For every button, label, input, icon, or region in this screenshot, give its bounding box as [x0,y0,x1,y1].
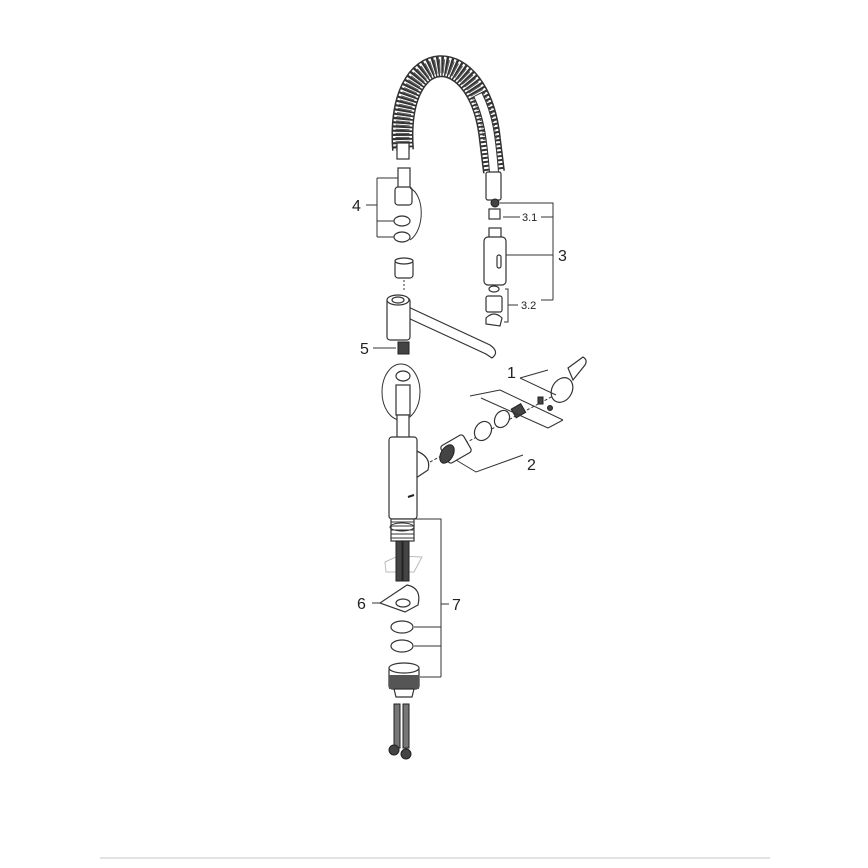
faucet-body [381,363,430,582]
mounting-clip-6 [378,584,420,613]
mounting-set-7 [388,518,449,760]
callout-4: 4 [352,198,361,215]
callout-3-2: 3.2 [521,300,536,312]
spout [386,294,497,359]
callout-6: 6 [357,596,366,613]
callout-3-1: 3.1 [522,212,537,224]
callout-3: 3 [558,248,567,265]
callout-7: 7 [452,597,461,614]
hose-sleeve [485,171,502,201]
aerator-part-5 [397,341,410,355]
footer-divider [100,857,770,859]
handle-and-cartridge [429,356,587,473]
spray-head-set-3 [483,198,554,327]
spring-hose [391,55,505,201]
callout-1: 1 [507,365,516,382]
hose-connector-set [366,167,422,292]
callout-2: 2 [527,457,536,474]
callout-5: 5 [360,341,369,358]
